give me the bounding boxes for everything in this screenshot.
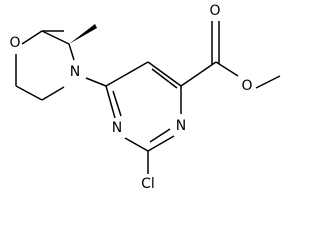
bond-chiral-ch2	[41, 30, 70, 45]
bond-n1-c6-inner	[112, 90, 122, 117]
svg-text:O: O	[209, 3, 220, 19]
bond-n3-c2	[147, 135, 175, 152]
svg-text:O: O	[9, 35, 20, 51]
wedge-bond-methyl	[69, 24, 97, 44]
bond-c5-c4-inner	[151, 68, 178, 89]
bond-c5-c4	[147, 61, 182, 87]
bond-n-pyrimidine	[85, 77, 107, 87]
bond-n-chiral	[68, 43, 75, 61]
svg-text:O: O	[241, 78, 252, 94]
bond-n3-c2-inner	[149, 128, 171, 143]
bond-ch2-n	[41, 86, 65, 101]
atom-chlorine: Cl	[141, 176, 155, 192]
bond-ch2-ch2-left	[21, 30, 43, 45]
bond-c2-n1	[124, 137, 149, 152]
atom-pyrimidine-n3: N	[176, 118, 186, 134]
bond-o-methyl	[255, 75, 281, 89]
bond-c6-c5	[105, 61, 149, 87]
atom-carbonyl-oxygen: O	[209, 3, 220, 19]
bond-ch2-ch2-bottom	[15, 85, 43, 101]
bond-n1-c6	[105, 85, 116, 119]
svg-text:N: N	[176, 118, 186, 134]
atom-morpholine-nitrogen: N	[70, 64, 80, 80]
atom-label-layer: O N N N Cl O O	[9, 3, 252, 192]
svg-text:Cl: Cl	[141, 176, 155, 192]
bond-layer	[15, 21, 281, 174]
atom-ester-oxygen: O	[241, 78, 252, 94]
atom-pyrimidine-n1: N	[112, 120, 122, 136]
svg-text:N: N	[70, 64, 80, 80]
bond-c-o-ester	[215, 61, 239, 77]
chemical-structure: O N N N Cl O O	[9, 3, 281, 192]
bond-c4-ester	[180, 61, 217, 87]
svg-text:N: N	[112, 120, 122, 136]
atom-morpholine-oxygen: O	[9, 35, 20, 51]
